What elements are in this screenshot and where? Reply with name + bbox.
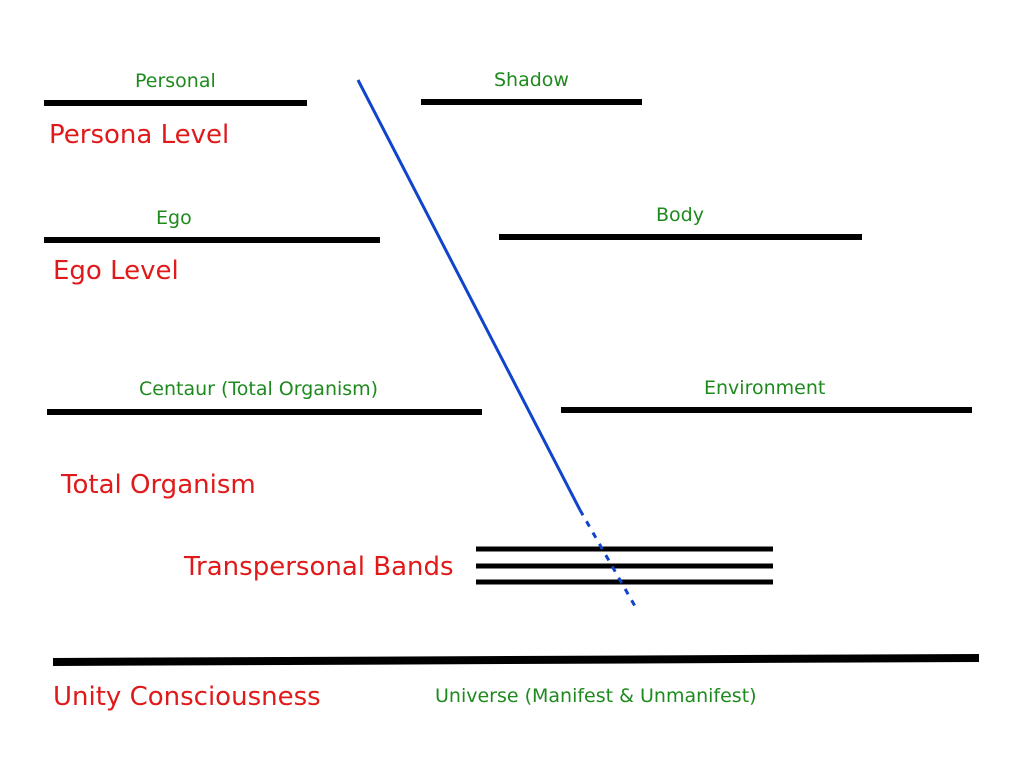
- transpersonal-bands-label: Transpersonal Bands: [184, 552, 454, 582]
- total-organism-label: Total Organism: [61, 470, 256, 500]
- persona-level-label: Persona Level: [49, 120, 230, 150]
- spectrum-diagonal-dashed: [578, 509, 638, 609]
- centaur-label: Centaur (Total Organism): [139, 378, 379, 400]
- body-label: Body: [656, 204, 704, 226]
- universe-label: Universe (Manifest & Unmanifest): [435, 685, 757, 707]
- unity-consciousness-label: Unity Consciousness: [53, 682, 321, 712]
- ego-label: Ego: [156, 207, 192, 229]
- personal-label: Personal: [135, 70, 216, 92]
- spectrum-diagonal-line: [356, 79, 582, 511]
- unity-line: [52, 654, 980, 666]
- ego-level-label: Ego Level: [53, 256, 179, 286]
- shadow-label: Shadow: [494, 69, 569, 91]
- environment-label: Environment: [704, 377, 826, 399]
